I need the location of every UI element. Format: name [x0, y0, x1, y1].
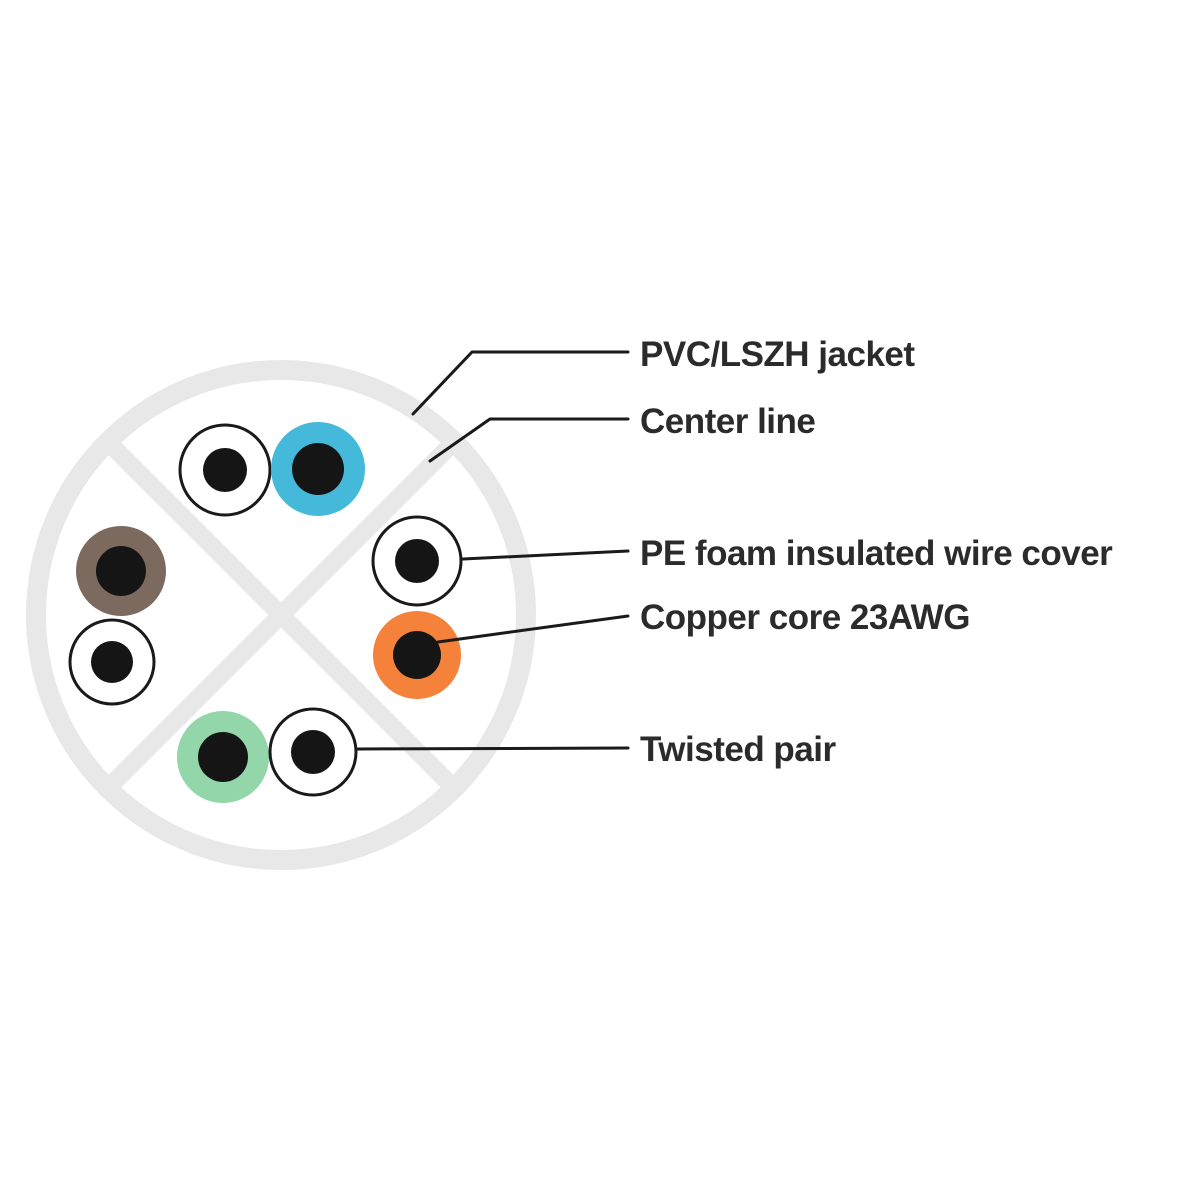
label-copper-core: Copper core 23AWG: [640, 598, 970, 637]
copper-core-icon: [393, 631, 441, 679]
leader-line-pe-foam: [461, 549, 630, 561]
twisted-pair-bottom: [177, 707, 358, 803]
twisted-pair-right: [371, 515, 463, 699]
center-line-cross: [104, 438, 458, 792]
leader-line-jacket: [411, 350, 630, 416]
twisted-pair-left: [68, 526, 166, 706]
copper-core-icon: [91, 641, 133, 683]
wire-white-top: [178, 423, 272, 517]
leader-line-center-line: [428, 417, 630, 463]
leader-line-copper-core: [436, 614, 630, 644]
leader-line-twisted-pair: [356, 746, 630, 751]
twisted-pair-top: [178, 422, 365, 517]
wire-blue: [271, 422, 365, 516]
copper-core-icon: [203, 448, 247, 492]
wire-green: [177, 711, 269, 803]
label-jacket: PVC/LSZH jacket: [640, 335, 915, 374]
copper-core-icon: [395, 539, 439, 583]
wire-white-right: [371, 515, 463, 607]
wire-white-left: [68, 618, 156, 706]
label-center-line: Center line: [640, 402, 815, 441]
wire-white-bottom: [268, 707, 358, 797]
copper-core-icon: [292, 443, 344, 495]
wire-brown: [76, 526, 166, 616]
copper-core-icon: [291, 730, 335, 774]
label-twisted-pair: Twisted pair: [640, 730, 836, 769]
label-pe-foam: PE foam insulated wire cover: [640, 534, 1113, 573]
copper-core-icon: [96, 546, 146, 596]
copper-core-icon: [198, 732, 248, 782]
wire-orange: [373, 611, 461, 699]
